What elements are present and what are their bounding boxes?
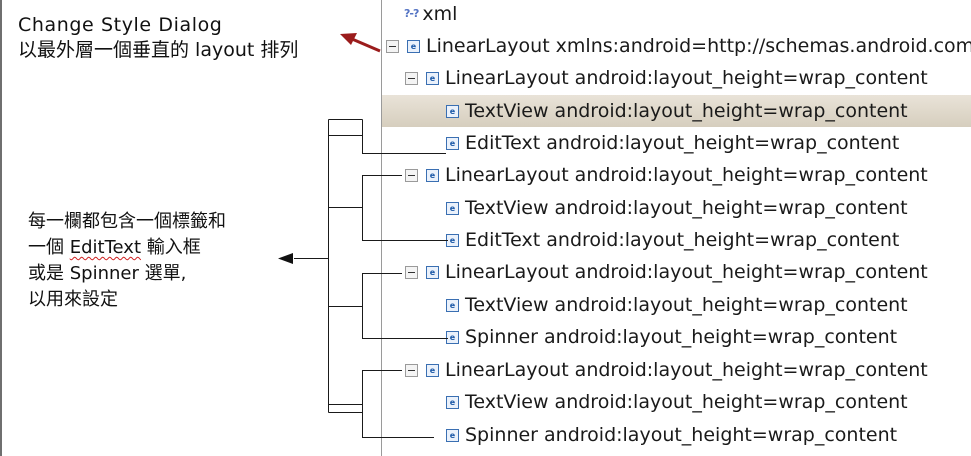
title-arrow-head: [340, 33, 357, 45]
group2-bracket: [362, 175, 448, 241]
group3-bracket: [362, 273, 448, 339]
title-arrow-line: [351, 37, 381, 53]
tree-item-g3-textview[interactable]: e TextView android:layout_height=wrap_co…: [446, 289, 908, 321]
element-icon: e: [446, 201, 459, 215]
tree-item-label: LinearLayout xmlns:android=http://schema…: [426, 35, 971, 57]
tree-item-label: TextView android:layout_height=wrap_cont…: [465, 294, 908, 316]
element-icon: e: [446, 428, 459, 442]
collapse-toggle-icon[interactable]: [405, 71, 418, 85]
tree-item-group3-linearlayout[interactable]: e LinearLayout android:layout_height=wra…: [405, 256, 928, 288]
group1-bracket: [362, 119, 446, 154]
annotation-left-line1: 每一欄都包含一個標籤和: [28, 211, 226, 232]
tree-item-label: TextView android:layout_height=wrap_cont…: [465, 391, 908, 413]
element-icon: e: [426, 71, 439, 85]
tree-item-label: LinearLayout android:layout_height=wrap_…: [445, 261, 928, 283]
tree-item-label: LinearLayout android:layout_height=wrap_…: [445, 67, 928, 89]
tree-item-label: Spinner android:layout_height=wrap_conte…: [465, 326, 898, 348]
annotation-title: Change Style Dialog: [18, 14, 223, 36]
element-icon: e: [446, 104, 459, 118]
tree-item-label: TextView android:layout_height=wrap_cont…: [465, 100, 908, 122]
element-icon: e: [446, 136, 459, 150]
tree-item-g2-textview[interactable]: e TextView android:layout_height=wrap_co…: [446, 192, 908, 224]
outline-panel-border: [381, 0, 382, 456]
group4-bracket: [362, 370, 434, 438]
element-icon: e: [407, 39, 420, 53]
tree-item-xml[interactable]: ?-? xml: [404, 0, 457, 30]
tree-item-label: EditText android:layout_height=wrap_cont…: [465, 229, 900, 251]
collapse-toggle-icon[interactable]: [405, 265, 418, 279]
element-icon: e: [446, 298, 459, 312]
annotation-subtitle: 以最外層一個垂直的 layout 排列: [18, 39, 299, 61]
element-icon: e: [426, 265, 439, 279]
annotation-left-line2-prefix: 一個: [28, 237, 70, 258]
tree-item-label: EditText android:layout_height=wrap_cont…: [465, 132, 900, 154]
tree-item-g1-edittext[interactable]: e EditText android:layout_height=wrap_co…: [446, 127, 899, 159]
tree-item-label: Spinner android:layout_height=wrap_conte…: [465, 424, 898, 446]
annotation-edittext-keyword: EditText: [69, 237, 141, 258]
tree-item-label: LinearLayout android:layout_height=wrap_…: [445, 164, 928, 186]
tree-item-g4-textview[interactable]: e TextView android:layout_height=wrap_co…: [446, 386, 908, 418]
element-icon: e: [426, 363, 439, 377]
collapse-toggle-icon[interactable]: [405, 168, 418, 182]
tree-item-label: LinearLayout android:layout_height=wrap_…: [445, 359, 928, 381]
tree-item-group4-linearlayout[interactable]: e LinearLayout android:layout_height=wra…: [405, 354, 928, 386]
collapse-toggle-icon[interactable]: [386, 39, 399, 53]
annotation-left-line2: 一個 EditText 輸入框: [28, 236, 201, 260]
left-frame-border: [0, 0, 2, 456]
tree-item-group1-linearlayout[interactable]: e LinearLayout android:layout_height=wra…: [405, 62, 928, 94]
processing-instruction-icon: ?-?: [404, 7, 419, 20]
tree-item-g1-textview-selected[interactable]: e TextView android:layout_height=wrap_co…: [382, 95, 971, 127]
tree-item-label: TextView android:layout_height=wrap_cont…: [465, 197, 908, 219]
tree-item-root-linearlayout[interactable]: e LinearLayout xmlns:android=http://sche…: [386, 30, 971, 62]
left-note-arrow-head: [278, 253, 293, 264]
tree-item-g4-spinner[interactable]: e Spinner android:layout_height=wrap_con…: [446, 419, 897, 451]
element-icon: e: [426, 168, 439, 182]
annotation-left-line3: 或是 Spinner 選單,: [28, 263, 187, 284]
collapse-toggle-icon[interactable]: [405, 363, 418, 377]
element-icon: e: [446, 395, 459, 409]
annotation-left-line2-suffix: 輸入框: [141, 237, 201, 258]
tree-item-label: xml: [422, 3, 458, 25]
tree-item-group2-linearlayout[interactable]: e LinearLayout android:layout_height=wra…: [405, 159, 928, 191]
annotation-left-line4: 以用來設定: [28, 289, 118, 310]
element-icon: e: [446, 330, 459, 344]
tree-item-g3-spinner[interactable]: e Spinner android:layout_height=wrap_con…: [446, 321, 897, 353]
